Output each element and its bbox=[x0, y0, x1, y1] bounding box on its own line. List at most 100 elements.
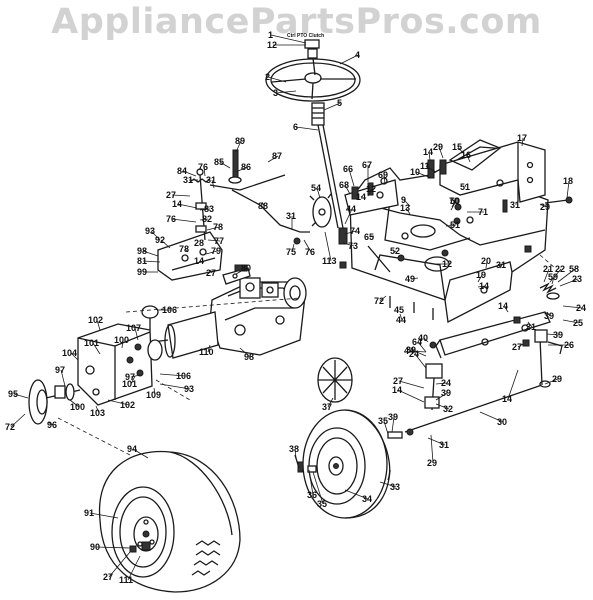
callout-87[interactable]: 87 bbox=[272, 151, 282, 161]
rear-hub[interactable] bbox=[28, 379, 81, 425]
rear-wheel-hardware[interactable] bbox=[129, 541, 151, 553]
callout-31-3[interactable]: 31 bbox=[510, 200, 520, 210]
callout-80[interactable]: 80 bbox=[241, 263, 251, 273]
shift-bracket[interactable] bbox=[157, 231, 223, 281]
callout-11[interactable]: 11 bbox=[420, 161, 430, 171]
callout-78-1[interactable]: 78 bbox=[179, 244, 189, 254]
front-tire[interactable] bbox=[302, 409, 391, 519]
callout-113[interactable]: 113 bbox=[322, 256, 337, 266]
callout-32[interactable]: 32 bbox=[443, 404, 453, 414]
callout-44-1[interactable]: 44 bbox=[396, 315, 406, 325]
hub-cap[interactable] bbox=[317, 357, 353, 403]
callout-69[interactable]: 69 bbox=[378, 170, 388, 180]
callout-101-0[interactable]: 101 bbox=[84, 338, 99, 348]
callout-30[interactable]: 30 bbox=[497, 417, 507, 427]
callout-16[interactable]: 16 bbox=[461, 150, 471, 160]
callout-93-1[interactable]: 93 bbox=[184, 384, 194, 394]
callout-27-2[interactable]: 27 bbox=[393, 376, 403, 386]
callout-39-1[interactable]: 39 bbox=[406, 345, 416, 355]
callout-79[interactable]: 79 bbox=[211, 246, 221, 256]
callout-67[interactable]: 67 bbox=[362, 160, 372, 170]
callout-110[interactable]: 110 bbox=[199, 347, 214, 357]
callout-39-4[interactable]: 39 bbox=[553, 330, 563, 340]
callout-34[interactable]: 34 bbox=[362, 494, 372, 504]
callout-99[interactable]: 99 bbox=[137, 267, 147, 277]
callout-106-1[interactable]: 106 bbox=[176, 371, 191, 381]
callout-29-2[interactable]: 29 bbox=[552, 374, 562, 384]
callout-24-2[interactable]: 24 bbox=[409, 349, 419, 359]
callout-66[interactable]: 66 bbox=[343, 164, 353, 174]
callout-33[interactable]: 33 bbox=[390, 482, 400, 492]
callout-29-1[interactable]: 29 bbox=[540, 202, 550, 212]
callout-37[interactable]: 37 bbox=[322, 402, 332, 412]
callout-20[interactable]: 20 bbox=[481, 256, 491, 266]
callout-92[interactable]: 92 bbox=[155, 235, 165, 245]
drag-link[interactable] bbox=[367, 245, 391, 273]
callout-45[interactable]: 45 bbox=[394, 305, 404, 315]
callout-103[interactable]: 103 bbox=[90, 408, 105, 418]
callout-100-1[interactable]: 100 bbox=[114, 335, 129, 345]
callout-52[interactable]: 52 bbox=[390, 246, 400, 256]
steering-cap[interactable] bbox=[304, 39, 320, 59]
callout-12-0[interactable]: 12 bbox=[267, 40, 277, 50]
callout-15[interactable]: 15 bbox=[452, 142, 462, 152]
callout-54[interactable]: 54 bbox=[311, 183, 321, 193]
callout-72-1[interactable]: 72 bbox=[374, 296, 384, 306]
callout-14-5[interactable]: 14 bbox=[498, 301, 508, 311]
callout-76-0[interactable]: 76 bbox=[198, 162, 208, 172]
callout-102-1[interactable]: 102 bbox=[120, 400, 135, 410]
callout-84[interactable]: 84 bbox=[177, 166, 187, 176]
callout-65[interactable]: 65 bbox=[364, 232, 374, 242]
callout-21[interactable]: 21 bbox=[543, 264, 553, 274]
callout-68[interactable]: 68 bbox=[339, 180, 349, 190]
callout-31-1[interactable]: 31 bbox=[206, 175, 216, 185]
steering-sector-gear[interactable] bbox=[309, 193, 332, 228]
callout-2[interactable]: 2 bbox=[265, 72, 270, 82]
callout-26[interactable]: 26 bbox=[564, 340, 574, 350]
callout-17[interactable]: 17 bbox=[517, 133, 527, 143]
callout-88[interactable]: 88 bbox=[258, 201, 268, 211]
spring[interactable] bbox=[189, 178, 211, 183]
callout-18[interactable]: 18 bbox=[563, 176, 573, 186]
callout-72-0[interactable]: 72 bbox=[5, 422, 15, 432]
callout-74[interactable]: 74 bbox=[350, 226, 360, 236]
callout-14-2[interactable]: 14 bbox=[194, 256, 204, 266]
callout-14-6[interactable]: 14 bbox=[502, 394, 512, 404]
front-axle[interactable] bbox=[435, 311, 551, 359]
callout-51-0[interactable]: 51 bbox=[460, 182, 470, 192]
callout-29-0[interactable]: 29 bbox=[433, 142, 443, 152]
axle-housing[interactable] bbox=[77, 323, 153, 406]
callout-36[interactable]: 36 bbox=[307, 490, 317, 500]
callout-14-1[interactable]: 14 bbox=[172, 199, 182, 209]
callout-4[interactable]: 4 bbox=[355, 50, 360, 60]
left-spindle[interactable] bbox=[424, 363, 443, 411]
callout-27-3[interactable]: 27 bbox=[103, 572, 113, 582]
callout-31-5[interactable]: 31 bbox=[526, 322, 536, 332]
brake-parts[interactable] bbox=[134, 305, 163, 377]
callout-101-1[interactable]: 101 bbox=[122, 379, 137, 389]
callout-96[interactable]: 96 bbox=[47, 420, 57, 430]
callout-22[interactable]: 22 bbox=[555, 264, 565, 274]
callout-5[interactable]: 5 bbox=[337, 98, 342, 108]
front-wheel-hardware[interactable] bbox=[294, 428, 414, 473]
transaxle[interactable] bbox=[209, 277, 306, 356]
shift-lever[interactable] bbox=[195, 149, 242, 241]
callout-59[interactable]: 59 bbox=[548, 272, 558, 282]
callout-44-0[interactable]: 44 bbox=[346, 204, 356, 214]
callout-23[interactable]: 23 bbox=[572, 274, 582, 284]
shift-hardware[interactable] bbox=[234, 237, 391, 308]
callout-27-4[interactable]: 27 bbox=[512, 342, 522, 352]
callout-14-7[interactable]: 14 bbox=[392, 385, 402, 395]
callout-97-1[interactable]: 97 bbox=[125, 372, 135, 382]
callout-50[interactable]: 50 bbox=[450, 196, 460, 206]
steering-shaft[interactable] bbox=[312, 57, 344, 229]
callout-38[interactable]: 38 bbox=[289, 444, 299, 454]
input-pulley[interactable] bbox=[283, 277, 307, 309]
rear-rim[interactable] bbox=[111, 486, 175, 578]
callout-86[interactable]: 86 bbox=[241, 162, 251, 172]
callout-97-0[interactable]: 97 bbox=[55, 365, 65, 375]
callout-39-3[interactable]: 39 bbox=[388, 412, 398, 422]
spring-assembly[interactable] bbox=[539, 282, 560, 300]
callout-104[interactable]: 104 bbox=[62, 348, 77, 358]
callout-64[interactable]: 64 bbox=[412, 337, 422, 347]
